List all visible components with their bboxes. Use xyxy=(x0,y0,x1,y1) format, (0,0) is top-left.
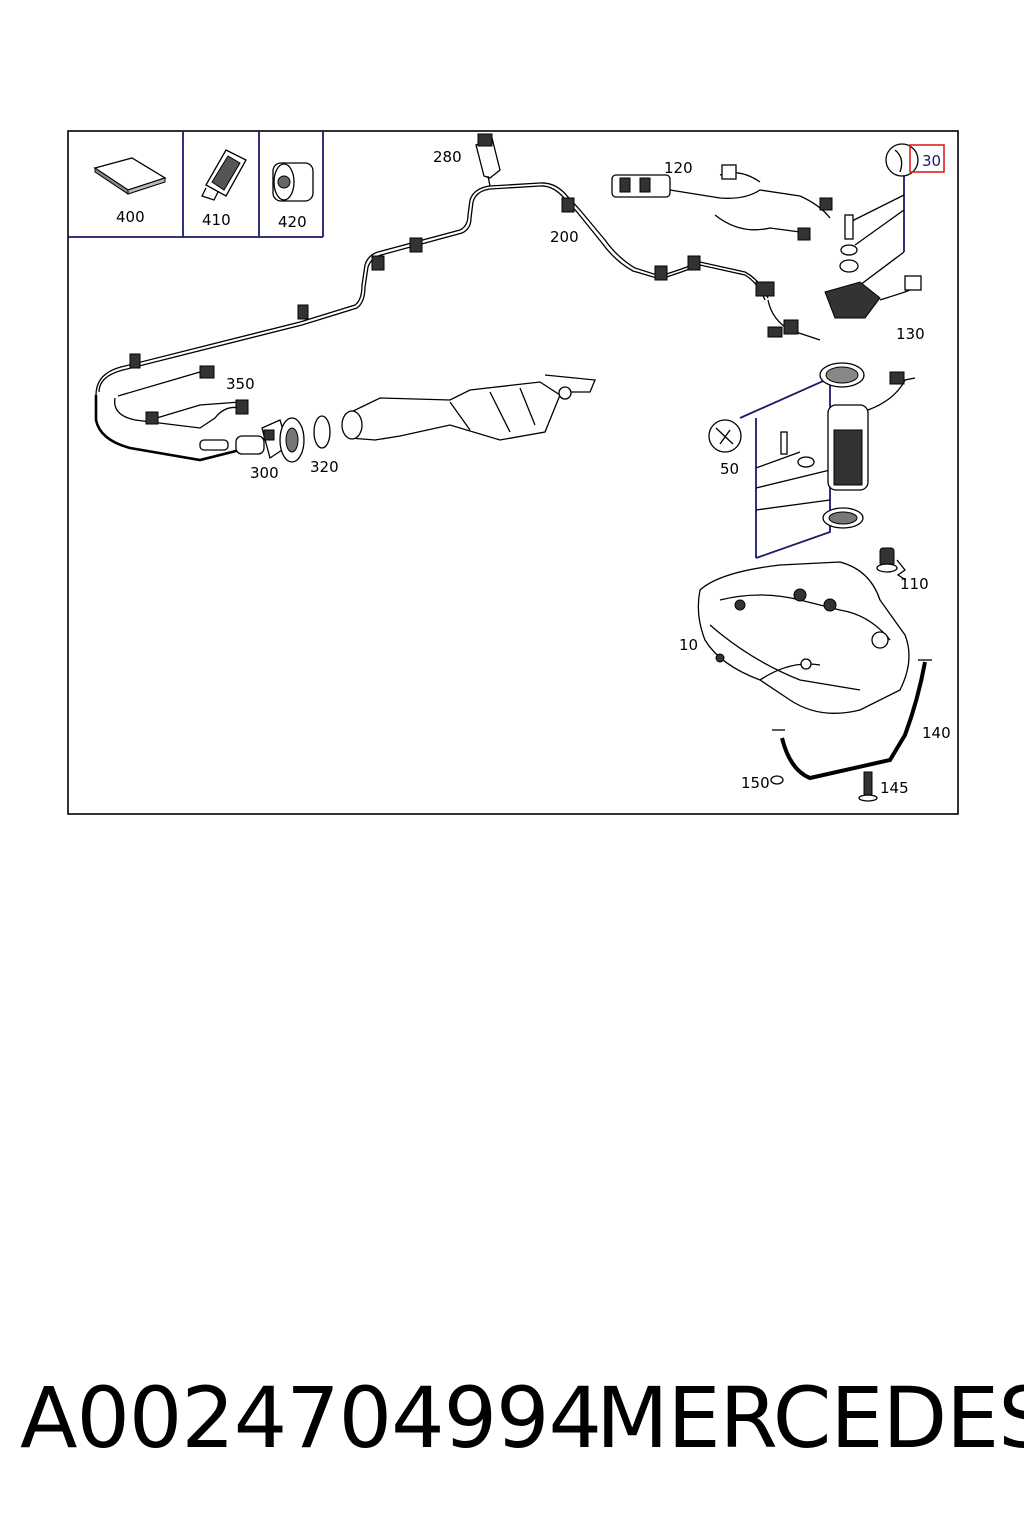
part-10-fuel-tank[interactable] xyxy=(697,561,910,714)
part-50-pump-module[interactable] xyxy=(708,362,916,559)
part-110-cap[interactable] xyxy=(876,547,907,581)
part-280-connector[interactable] xyxy=(475,133,501,187)
inset-boxes xyxy=(68,131,324,238)
callout-280: 280 xyxy=(433,148,462,166)
highlight-box-30 xyxy=(909,144,945,173)
callout-130: 130 xyxy=(896,325,925,343)
callout-110: 110 xyxy=(900,575,929,593)
callout-30: 30 xyxy=(922,152,941,170)
callout-50: 50 xyxy=(720,460,739,478)
brand-name: MERCEDES xyxy=(596,1369,1024,1467)
part-400-pad[interactable] xyxy=(93,157,167,195)
callout-410: 410 xyxy=(202,211,231,229)
part-130-pipe[interactable] xyxy=(755,281,821,341)
callout-300: 300 xyxy=(250,464,279,482)
part-30-filter-housing[interactable] xyxy=(824,143,922,319)
callout-350: 350 xyxy=(226,375,255,393)
part-140-strap[interactable] xyxy=(772,659,932,781)
part-350-harness[interactable] xyxy=(114,365,249,451)
part-410-clip[interactable] xyxy=(201,149,247,201)
part-145-bolt[interactable] xyxy=(858,771,878,802)
callout-400: 400 xyxy=(116,208,145,226)
part-320-flange[interactable] xyxy=(279,415,331,463)
callout-145: 145 xyxy=(880,779,909,797)
callout-200: 200 xyxy=(550,228,579,246)
part-120-harness[interactable] xyxy=(611,164,833,241)
part-200-fuel-line[interactable] xyxy=(94,182,769,462)
callout-120: 120 xyxy=(664,159,693,177)
callout-140: 140 xyxy=(922,724,951,742)
callout-420: 420 xyxy=(278,213,307,231)
exhaust-catalyst xyxy=(341,374,596,441)
part-150-nut[interactable] xyxy=(770,775,784,785)
callout-320: 320 xyxy=(310,458,339,476)
diagram-frame xyxy=(67,130,959,815)
part-420-grommet[interactable] xyxy=(272,162,314,202)
callout-150: 150 xyxy=(741,774,770,792)
part-number: A0024704994 xyxy=(20,1369,602,1467)
callout-10: 10 xyxy=(679,636,698,654)
